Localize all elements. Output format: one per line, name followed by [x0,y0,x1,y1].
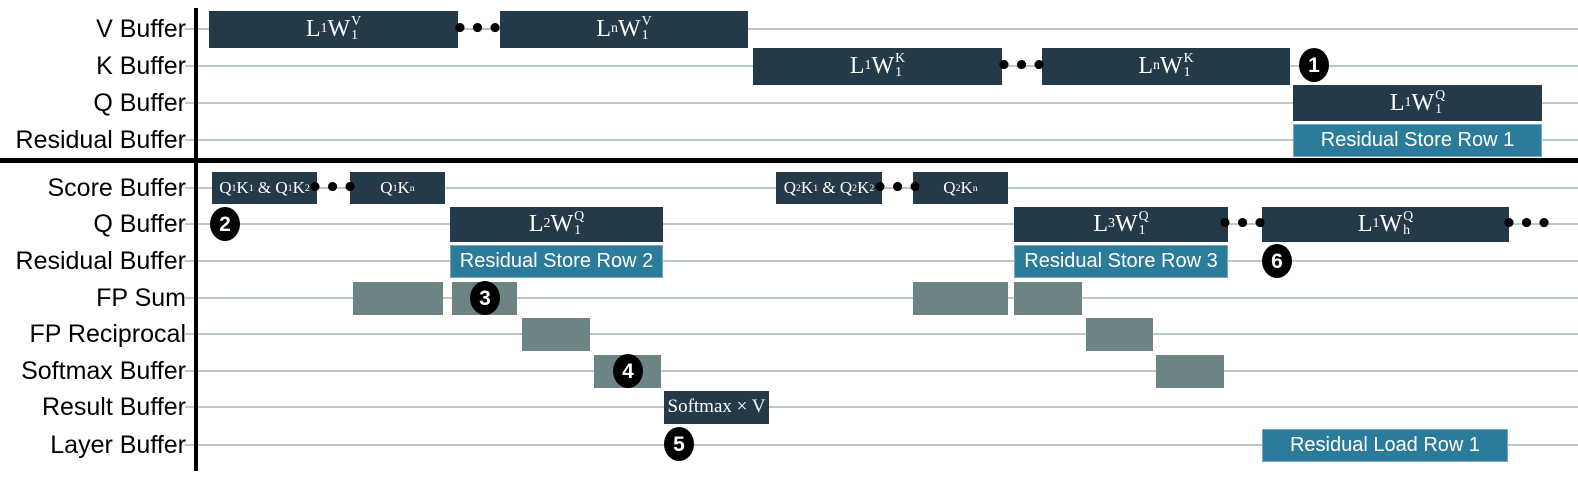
task-bar [353,281,443,315]
task-bar: Residual Load Row 1 [1262,428,1508,462]
ellipsis-dots: ••• [1216,209,1270,239]
step-badge-5: 5 [664,427,694,461]
gridline [185,406,1578,408]
row-label: Layer Buffer [50,431,186,459]
gridline [185,28,1578,30]
row-label: V Buffer [96,15,186,43]
task-bar: Residual Store Row 1 [1293,123,1542,157]
ellipsis-dots: ••• [871,173,925,203]
ellipsis-dots: ••• [451,14,505,44]
row-label: FP Reciprocal [29,320,186,348]
task-bar: Residual Store Row 2 [450,244,663,278]
gridline [185,333,1578,335]
gridline [185,102,1578,104]
ellipsis-dots: ••• [995,51,1049,81]
gridline [185,297,1578,299]
step-badge-4: 4 [613,354,643,388]
ellipsis-dots: ••• [1500,209,1554,239]
task-bar [522,317,590,351]
task-bar [1014,281,1082,315]
gridline [185,370,1578,372]
row-label: K Buffer [96,52,186,80]
row-label: Q Buffer [93,210,186,238]
task-bar [1086,317,1153,351]
step-badge-3: 3 [470,281,500,315]
row-label: Q Buffer [93,89,186,117]
row-label: FP Sum [96,284,186,312]
row-label: Score Buffer [47,174,186,202]
task-bar: Residual Store Row 3 [1014,244,1228,278]
gridline [185,223,1578,225]
row-label: Softmax Buffer [21,357,186,385]
row-label: Residual Buffer [15,247,186,275]
task-bar: Softmax × V [664,390,769,424]
step-badge-1: 1 [1299,48,1329,82]
section-divider-line [0,158,1578,163]
step-badge-6: 6 [1262,244,1292,278]
row-label: Result Buffer [41,393,186,421]
task-bar [1156,354,1224,388]
step-badge-2: 2 [210,207,240,241]
gridline [185,260,1578,262]
gridline [185,444,1578,446]
y-axis-line [194,8,198,471]
task-bar [913,281,1008,315]
row-label: Residual Buffer [15,126,186,154]
ellipsis-dots: ••• [306,173,360,203]
gridline [185,139,1578,141]
